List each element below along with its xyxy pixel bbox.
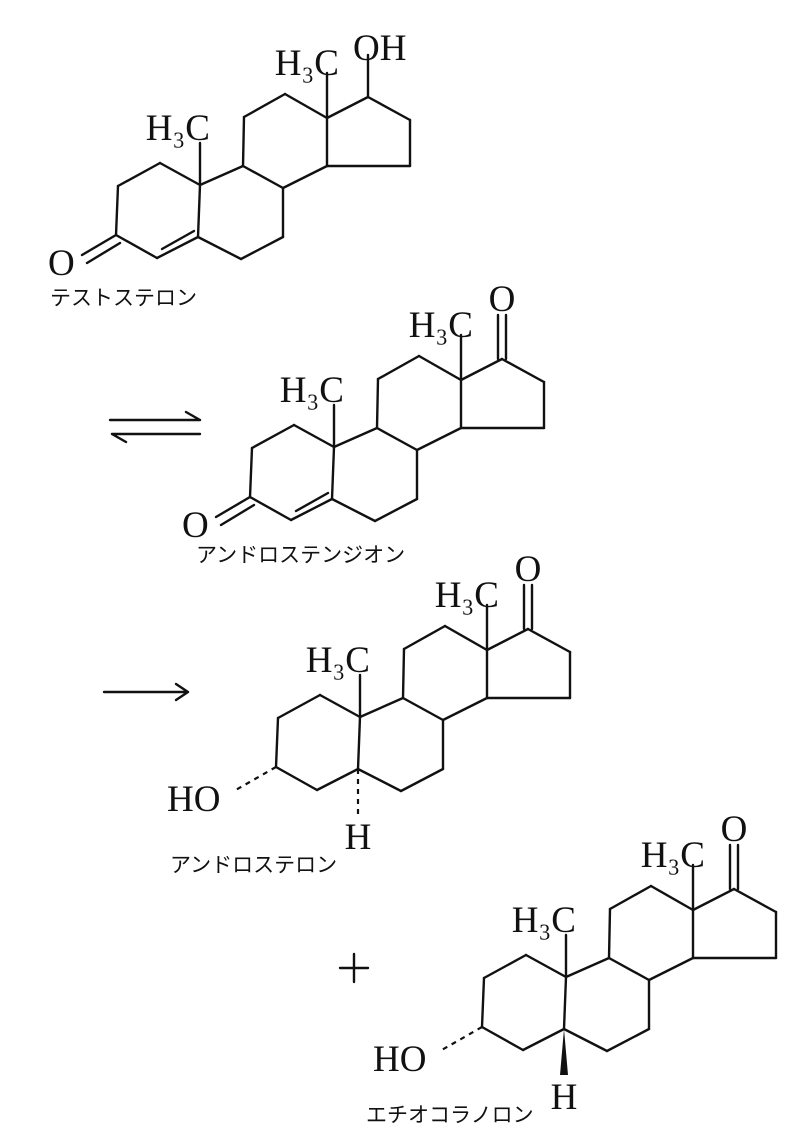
methyl-label: H₃C (641, 835, 705, 876)
hydrogen-label: H (551, 1077, 578, 1118)
hydrogen-label: H (345, 817, 372, 858)
steroid-skeleton (80, 53, 412, 265)
hydroxyl-label: HO (373, 1039, 426, 1080)
methyl-label: H₃C (435, 575, 499, 616)
steroid-skeleton (214, 313, 546, 527)
compound-name: テストステロン (50, 286, 197, 310)
reaction-arrow (102, 682, 190, 702)
compound-name: アンドロステロン (170, 853, 337, 877)
hydroxyl-label: OH (353, 28, 406, 69)
compound-name: アンドロステンジオン (196, 543, 405, 567)
steroid-skeleton (233, 583, 572, 815)
equilibrium-arrow (108, 410, 202, 444)
methyl-label: H₃C (512, 900, 576, 941)
methyl-label: H₃C (275, 43, 339, 84)
steroid-skeleton (439, 843, 778, 1075)
methyl-label: H₃C (280, 370, 344, 411)
compound-name: エチオコラノロン (366, 1103, 534, 1127)
molecule-testosterone: H₃C H₃C O OH テストステロン (48, 28, 412, 310)
carbonyl-oxygen-label: O (48, 243, 75, 284)
plus-sign (338, 952, 370, 984)
carbonyl-oxygen-label: O (182, 505, 209, 546)
carbonyl-oxygen-label: O (489, 279, 516, 320)
methyl-label: H₃C (146, 108, 210, 149)
hydroxyl-label: HO (167, 779, 220, 820)
methyl-label: H₃C (409, 305, 473, 346)
carbonyl-oxygen-label: O (515, 549, 542, 590)
carbonyl-oxygen-label: O (721, 809, 748, 850)
methyl-label: H₃C (306, 640, 370, 681)
